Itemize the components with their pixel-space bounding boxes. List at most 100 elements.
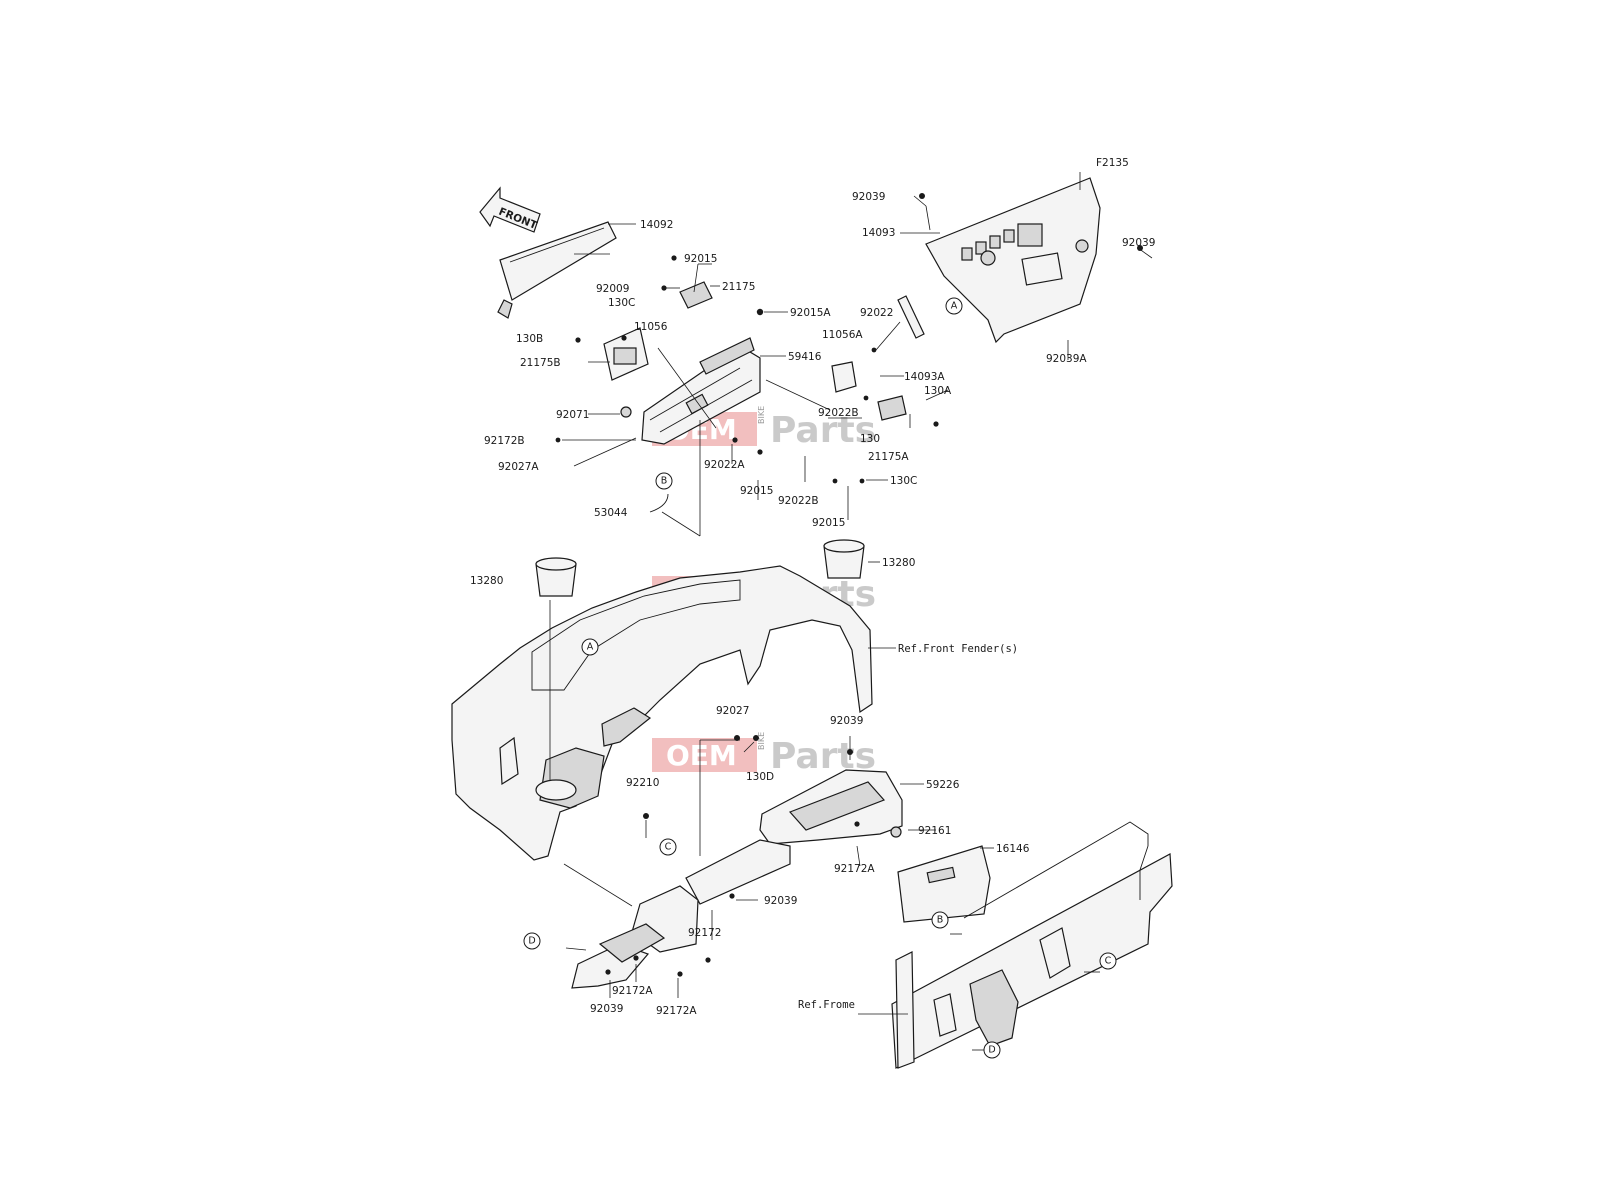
grommet-92071 bbox=[620, 406, 632, 418]
bolt-icon bbox=[753, 735, 759, 741]
part-label-92015a: 92015A bbox=[790, 307, 831, 319]
lower-panel-59226 bbox=[759, 769, 903, 845]
cup-holder-13280-left bbox=[535, 557, 577, 597]
part-label-130b: 130B bbox=[516, 333, 543, 345]
part-label-92022b: 92022B bbox=[778, 495, 819, 507]
callout-b-upper: B bbox=[655, 472, 673, 490]
dash-panel-14093 bbox=[925, 177, 1101, 344]
screw-icon bbox=[1137, 245, 1143, 251]
part-label-14093: 14093 bbox=[862, 227, 895, 239]
screw-icon bbox=[854, 821, 860, 827]
cup-holder-13280-right bbox=[823, 539, 865, 579]
screw-icon bbox=[705, 957, 711, 963]
bracket-11056 bbox=[603, 327, 649, 381]
front-arrow-icon: FRONT bbox=[479, 186, 541, 233]
relay-21175 bbox=[679, 281, 713, 309]
svg-text:D: D bbox=[988, 1045, 995, 1056]
bolt-icon bbox=[661, 285, 667, 291]
svg-text:A: A bbox=[587, 642, 594, 653]
watermark-oem: OEM bbox=[666, 739, 737, 772]
lower-cover-left bbox=[571, 839, 791, 989]
watermark-parts: Parts bbox=[770, 410, 876, 451]
part-label-92022a: 92022A bbox=[704, 459, 745, 471]
diagram-code: F2135 bbox=[1096, 157, 1129, 169]
bolt-icon bbox=[621, 335, 627, 341]
hose-53044 bbox=[649, 493, 669, 513]
hardware-dots bbox=[555, 193, 1143, 977]
bracket-11056A bbox=[831, 361, 857, 393]
part-label-59416: 59416 bbox=[788, 351, 822, 363]
part-label-92015: 92015 bbox=[740, 485, 773, 497]
meter-cover-14092 bbox=[497, 221, 636, 319]
part-label-13280: 13280 bbox=[470, 575, 503, 587]
part-label-92027: 92027 bbox=[716, 705, 749, 717]
part-label-21175b: 21175B bbox=[520, 357, 561, 369]
nut-icon bbox=[832, 478, 838, 484]
callout-c-lower: C bbox=[1099, 952, 1117, 970]
bolt-icon bbox=[555, 437, 561, 443]
callout-circles: A A B B C C D D bbox=[523, 297, 1117, 1059]
part-label-92015: 92015 bbox=[812, 517, 845, 529]
grommet-92161 bbox=[890, 826, 902, 838]
nut-icon bbox=[734, 735, 740, 741]
panel-insert-14093A bbox=[897, 295, 925, 339]
part-label-92022: 92022 bbox=[860, 307, 893, 319]
part-label-92009: 92009 bbox=[596, 283, 629, 295]
part-label-14092: 14092 bbox=[640, 219, 673, 231]
screw-icon bbox=[729, 893, 735, 899]
part-label-92172a: 92172A bbox=[612, 985, 653, 997]
nut-icon bbox=[732, 437, 738, 443]
part-label-92172a: 92172A bbox=[656, 1005, 697, 1017]
svg-text:A: A bbox=[951, 301, 958, 312]
part-label-92161: 92161 bbox=[918, 825, 951, 837]
part-label-53044: 53044 bbox=[594, 507, 628, 519]
part-label-92172a: 92172A bbox=[834, 863, 875, 875]
part-label-130c: 130C bbox=[608, 297, 635, 309]
watermark-bike: BIKE bbox=[757, 732, 766, 750]
nut-icon bbox=[871, 347, 877, 353]
relay-21175A bbox=[877, 395, 907, 421]
part-label-59226: 59226 bbox=[926, 779, 960, 791]
part-label-13280: 13280 bbox=[882, 557, 915, 569]
svg-text:C: C bbox=[1105, 956, 1112, 967]
nut-icon bbox=[757, 449, 763, 455]
part-label-14093a: 14093A bbox=[904, 371, 945, 383]
part-label-130a: 130A bbox=[924, 385, 952, 397]
nut-icon bbox=[671, 255, 677, 261]
part-label-21175a: 21175A bbox=[868, 451, 909, 463]
callout-a-upper: A bbox=[945, 297, 963, 315]
bolt-icon bbox=[863, 395, 869, 401]
part-label-92039: 92039 bbox=[830, 715, 863, 727]
callout-b-lower: B bbox=[931, 911, 949, 929]
bolt-icon bbox=[933, 421, 939, 427]
svg-text:B: B bbox=[937, 915, 944, 926]
screw-icon bbox=[677, 971, 683, 977]
part-label-92172: 92172 bbox=[688, 927, 721, 939]
part-label-92015: 92015 bbox=[684, 253, 717, 265]
part-label-92022b: 92022B bbox=[818, 407, 859, 419]
ref-frame: Ref.Frome bbox=[798, 999, 855, 1011]
part-label-11056: 11056 bbox=[634, 321, 668, 333]
callout-d-upper: D bbox=[523, 932, 541, 950]
part-label-92027a: 92027A bbox=[498, 461, 539, 473]
callout-d-lower: D bbox=[983, 1041, 1001, 1059]
screw-icon bbox=[919, 193, 925, 199]
part-label-92039: 92039 bbox=[1122, 237, 1155, 249]
screw-icon bbox=[633, 955, 639, 961]
meter-unit-59416 bbox=[641, 337, 761, 445]
part-label-11056a: 11056A bbox=[822, 329, 863, 341]
screw-icon bbox=[847, 749, 853, 755]
callout-a-lower: A bbox=[581, 638, 599, 656]
svg-text:C: C bbox=[665, 842, 672, 853]
bolt-icon bbox=[575, 337, 581, 343]
ref-front-fender: Ref.Front Fender(s) bbox=[898, 643, 1018, 655]
part-label-130: 130 bbox=[860, 433, 880, 445]
part-label-92039: 92039 bbox=[590, 1003, 623, 1015]
part-label-130d: 130D bbox=[746, 771, 774, 783]
svg-text:B: B bbox=[661, 476, 668, 487]
dashboard-body bbox=[451, 565, 873, 861]
callout-c-upper: C bbox=[659, 838, 677, 856]
part-label-92039: 92039 bbox=[764, 895, 797, 907]
